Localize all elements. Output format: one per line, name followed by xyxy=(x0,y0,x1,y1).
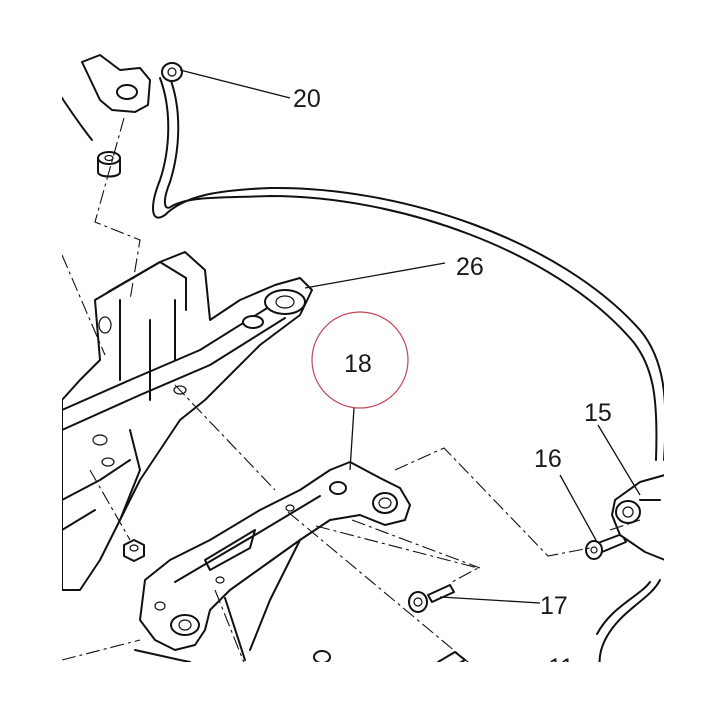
screw-16 xyxy=(585,533,627,560)
bolt-17 xyxy=(408,584,455,613)
nut xyxy=(123,539,145,562)
connector-15 xyxy=(611,474,666,561)
callout-20: 20 xyxy=(293,85,321,113)
top-clip xyxy=(59,54,183,141)
cable xyxy=(152,77,667,691)
main-frame xyxy=(61,251,313,591)
bracket-18 xyxy=(139,461,411,661)
callout-18: 18 xyxy=(344,350,372,378)
bottom-crop-mask xyxy=(0,662,720,720)
leader-lines xyxy=(179,69,641,604)
right-crop-mask xyxy=(664,0,720,720)
left-crop-mask xyxy=(0,0,62,720)
callout-26: 26 xyxy=(456,253,484,281)
center-lines xyxy=(61,117,641,691)
highlight-circle xyxy=(311,311,409,409)
callout-17: 17 xyxy=(540,592,568,620)
callout-16: 16 xyxy=(534,445,562,473)
callout-15: 15 xyxy=(584,399,612,427)
spacer-bushing xyxy=(97,151,121,178)
